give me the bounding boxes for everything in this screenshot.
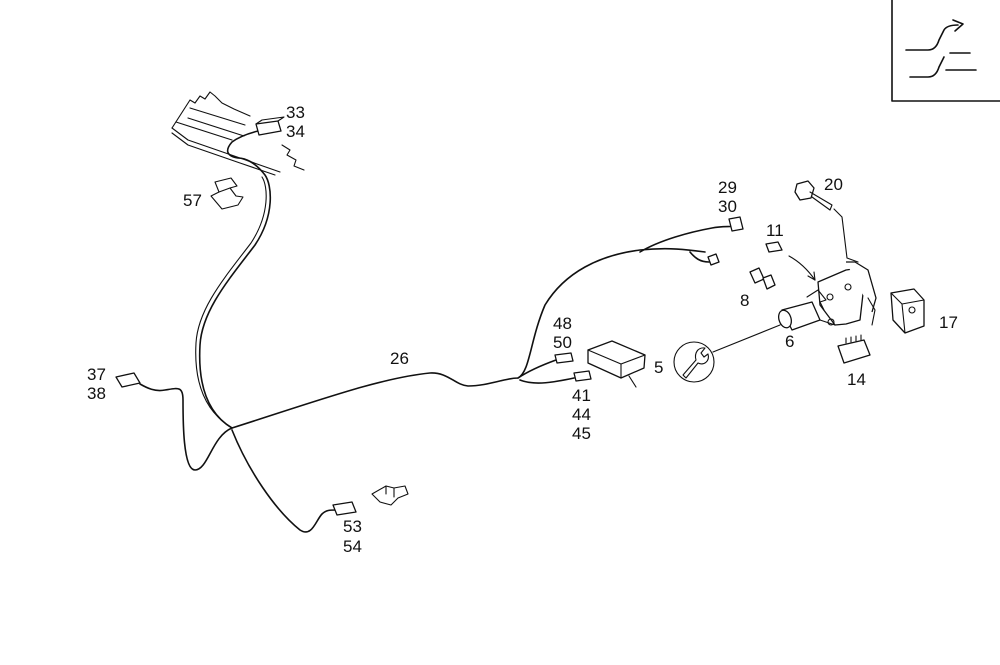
callout-33: 33 [286,103,305,122]
motor-assembly-6 [778,255,877,331]
callout-45: 45 [572,424,591,443]
callout-20: 20 [824,175,843,194]
callout-38: 38 [87,384,106,403]
connector-29-30 [707,216,744,266]
module-5 [587,340,646,388]
harness-main-trunk [231,247,706,429]
callout-50: 50 [553,333,572,352]
callout-53: 53 [343,517,362,536]
bolt-20 [794,180,859,263]
harness-branch-end [689,251,710,263]
harness-branch-48-50 [517,359,557,379]
callout-29: 29 [718,178,737,197]
harness-branch-29-30 [639,225,737,253]
callout-26: 26 [390,349,409,368]
harness-branch-37-38 [139,383,233,471]
position-symbol-inset [891,0,1000,102]
relay-14 [837,334,871,364]
connector-48-50 [554,352,574,364]
harness-branch-33-34 [198,130,272,429]
callout-37: 37 [87,365,106,384]
callout-34: 34 [286,122,305,141]
callout-57: 57 [183,191,202,210]
connector-33-34 [255,116,285,136]
cover-17 [890,288,925,334]
connector-37-38 [115,372,141,388]
position-symbol-icon [905,19,977,78]
callout-5: 5 [654,358,663,377]
dashboard-panel-fragment [171,91,305,176]
callout-14: 14 [847,370,866,389]
clip-11 [765,241,783,253]
harness-branch-41-45 [519,377,575,384]
clip-57 [210,177,244,210]
callout-44: 44 [572,405,591,424]
wrench-icon [673,324,781,383]
callout-30: 30 [718,197,737,216]
callout-48: 48 [553,314,572,333]
wiring-harness [139,130,737,533]
callout-11: 11 [766,221,784,240]
callout-54: 54 [343,537,362,556]
callout-17: 17 [939,313,958,332]
connector-53-54 [332,501,357,516]
harness-branch-53-54 [231,429,337,533]
callout-labels: 33 34 57 29 30 20 11 8 17 6 14 48 50 5 2… [87,103,958,556]
callout-8: 8 [740,291,749,310]
callout-6: 6 [785,332,794,351]
connector-41-45 [573,370,592,382]
switch-part [371,485,409,506]
callout-41: 41 [572,386,591,405]
grommet-8 [749,267,776,290]
